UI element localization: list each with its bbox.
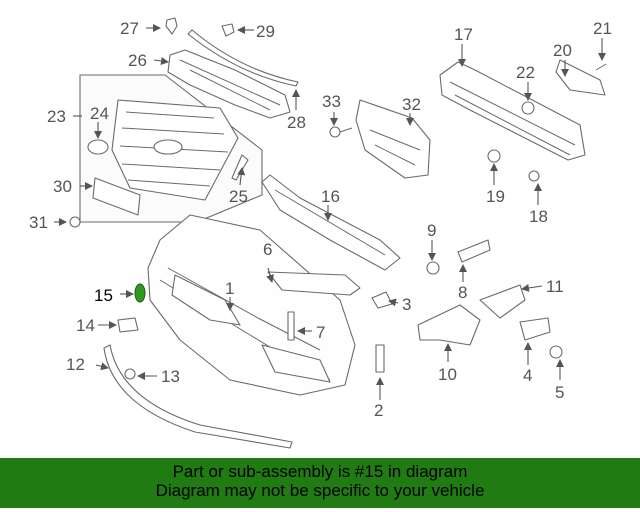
energy-absorber [261, 174, 401, 271]
lower-trim [103, 344, 293, 449]
bumper-beam [439, 59, 607, 182]
callout-17: 17 [454, 25, 473, 44]
callout-26: 26 [128, 51, 147, 70]
parts-diagram: 1 2 3 4 5 6 7 8 9 10 11 12 13 14 15 16 1… [29, 17, 612, 449]
banner-line-1: Part or sub-assembly is #15 in diagram [172, 462, 468, 481]
callout-32: 32 [402, 95, 421, 114]
banner-line-2: Diagram may not be specific to your vehi… [155, 481, 485, 500]
callout-22: 22 [516, 63, 535, 82]
callout-16: 16 [321, 187, 340, 206]
callout-14: 14 [76, 316, 95, 335]
leader-lines [54, 24, 606, 400]
callout-5: 5 [555, 383, 564, 402]
callout-28: 28 [287, 113, 306, 132]
callout-3: 3 [402, 295, 411, 314]
callout-4: 4 [523, 366, 532, 385]
license-bracket [69, 177, 141, 228]
callout-21: 21 [593, 19, 612, 38]
callout-29: 29 [256, 22, 275, 41]
callout-15: 15 [94, 286, 113, 305]
callout-25: 25 [229, 187, 248, 206]
callout-24: 24 [90, 104, 109, 123]
small-parts [117, 239, 563, 380]
info-banner: Part or sub-assembly is #15 in diagram D… [0, 458, 640, 508]
grille-assembly [79, 74, 263, 223]
callout-labels: 1 2 3 4 5 6 7 8 9 10 11 12 13 14 15 16 1… [29, 19, 612, 420]
bumper-cover [147, 214, 356, 396]
callout-8: 8 [458, 283, 467, 302]
callout-10: 10 [438, 365, 457, 384]
callout-13: 13 [161, 367, 180, 386]
callout-12: 12 [66, 355, 85, 374]
callout-7: 7 [316, 323, 325, 342]
bumper-strip [267, 271, 361, 296]
callout-31: 31 [29, 213, 48, 232]
callout-9: 9 [427, 221, 436, 240]
callout-19: 19 [486, 187, 505, 206]
callout-2: 2 [374, 401, 383, 420]
upper-parts [165, 17, 299, 119]
callout-11: 11 [546, 277, 564, 296]
emblem-24-shape [87, 139, 109, 155]
callout-6: 6 [263, 240, 272, 259]
callout-18: 18 [529, 207, 548, 226]
callout-23: 23 [47, 107, 66, 126]
callout-33: 33 [322, 92, 341, 111]
callout-27: 27 [120, 19, 139, 38]
callout-20: 20 [553, 41, 572, 60]
callout-30: 30 [53, 177, 72, 196]
part-15-highlight[interactable] [134, 283, 146, 303]
callout-1: 1 [225, 279, 234, 298]
